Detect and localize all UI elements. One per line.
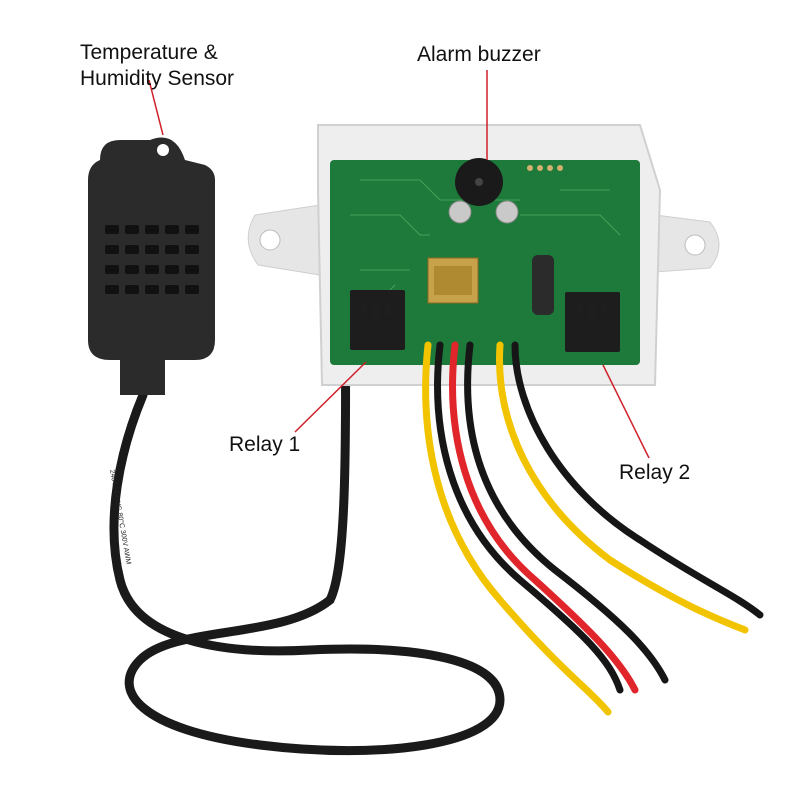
- relay-2-marking: DC12V: [587, 302, 594, 325]
- buzzer-label: Alarm buzzer: [417, 43, 541, 66]
- sensor-leader-line: [148, 79, 164, 136]
- circuit-board: [330, 160, 640, 365]
- sensor-cable: [109, 195, 505, 756]
- capacitors: [448, 200, 554, 315]
- relay-1-label: Relay 1: [229, 433, 301, 456]
- output-wires: [422, 341, 764, 716]
- sensor-label-line-2: Humidity Sensor: [80, 67, 235, 90]
- relay-1-marking: DC12V: [372, 300, 379, 323]
- relay-2-leader-line: [602, 364, 650, 459]
- relay-2: 20A DC12V 4181: [565, 292, 620, 352]
- relay-1: 20A DC12V 4181: [350, 290, 405, 350]
- relay-2-label: Relay 2: [619, 461, 691, 484]
- relay-1-marking: 20A: [360, 300, 367, 313]
- relay-2-marking: 20A: [575, 302, 582, 315]
- sensor-label-line-1: Temperature &: [80, 41, 218, 64]
- leader-lines: [148, 70, 650, 459]
- alarm-buzzer: [455, 158, 503, 206]
- transformer: [427, 257, 479, 304]
- temperature-humidity-sensor: [88, 137, 215, 395]
- relay-1-marking: 4181: [384, 300, 391, 316]
- sensor-label: Temperature & Humidity Sensor: [80, 40, 234, 92]
- relay-2-marking: 4181: [599, 302, 606, 318]
- relay-1-leader-line: [294, 361, 367, 433]
